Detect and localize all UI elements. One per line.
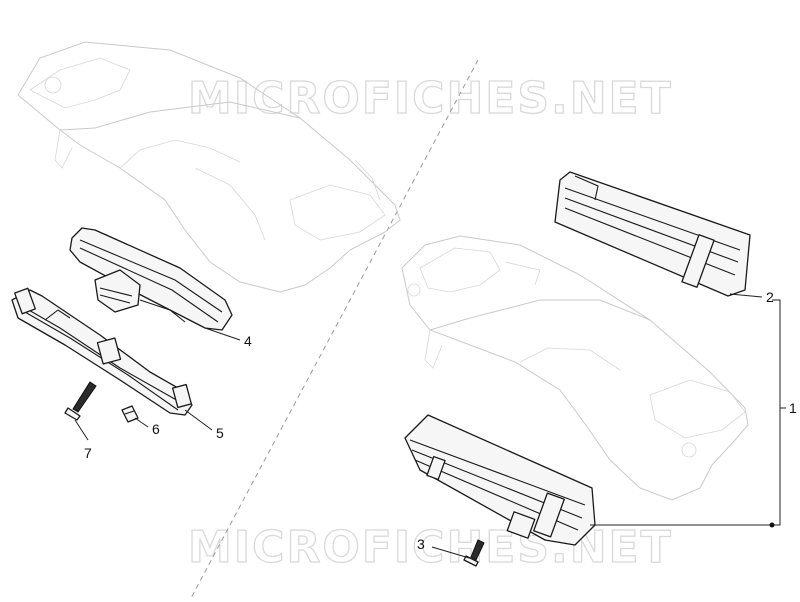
bracket-part-5 bbox=[11, 287, 193, 416]
callout-6: 6 bbox=[152, 421, 160, 437]
callout-5: 5 bbox=[216, 425, 224, 441]
instrument-panel-part-4 bbox=[69, 227, 233, 331]
dashboard-module-part-2 bbox=[554, 171, 751, 297]
dashboard-module-lower bbox=[404, 414, 596, 546]
divider-dashed-line bbox=[189, 59, 479, 601]
leader-dot bbox=[769, 522, 775, 528]
watermark-bottom: MICROFICHES.NET bbox=[188, 522, 673, 573]
callout-3: 3 bbox=[417, 536, 425, 552]
handlebar-cover-ghost-left bbox=[17, 41, 401, 293]
handlebar-cover-ghost-right bbox=[401, 235, 749, 501]
pin-part-6 bbox=[121, 405, 139, 423]
callout-4: 4 bbox=[244, 333, 252, 349]
watermark-top: MICROFICHES.NET bbox=[188, 73, 673, 124]
callout-1: 1 bbox=[789, 400, 797, 416]
callout-2: 2 bbox=[766, 289, 774, 305]
leader-lines bbox=[74, 293, 786, 561]
callout-7: 7 bbox=[84, 445, 92, 461]
screw-part-7 bbox=[64, 381, 97, 421]
